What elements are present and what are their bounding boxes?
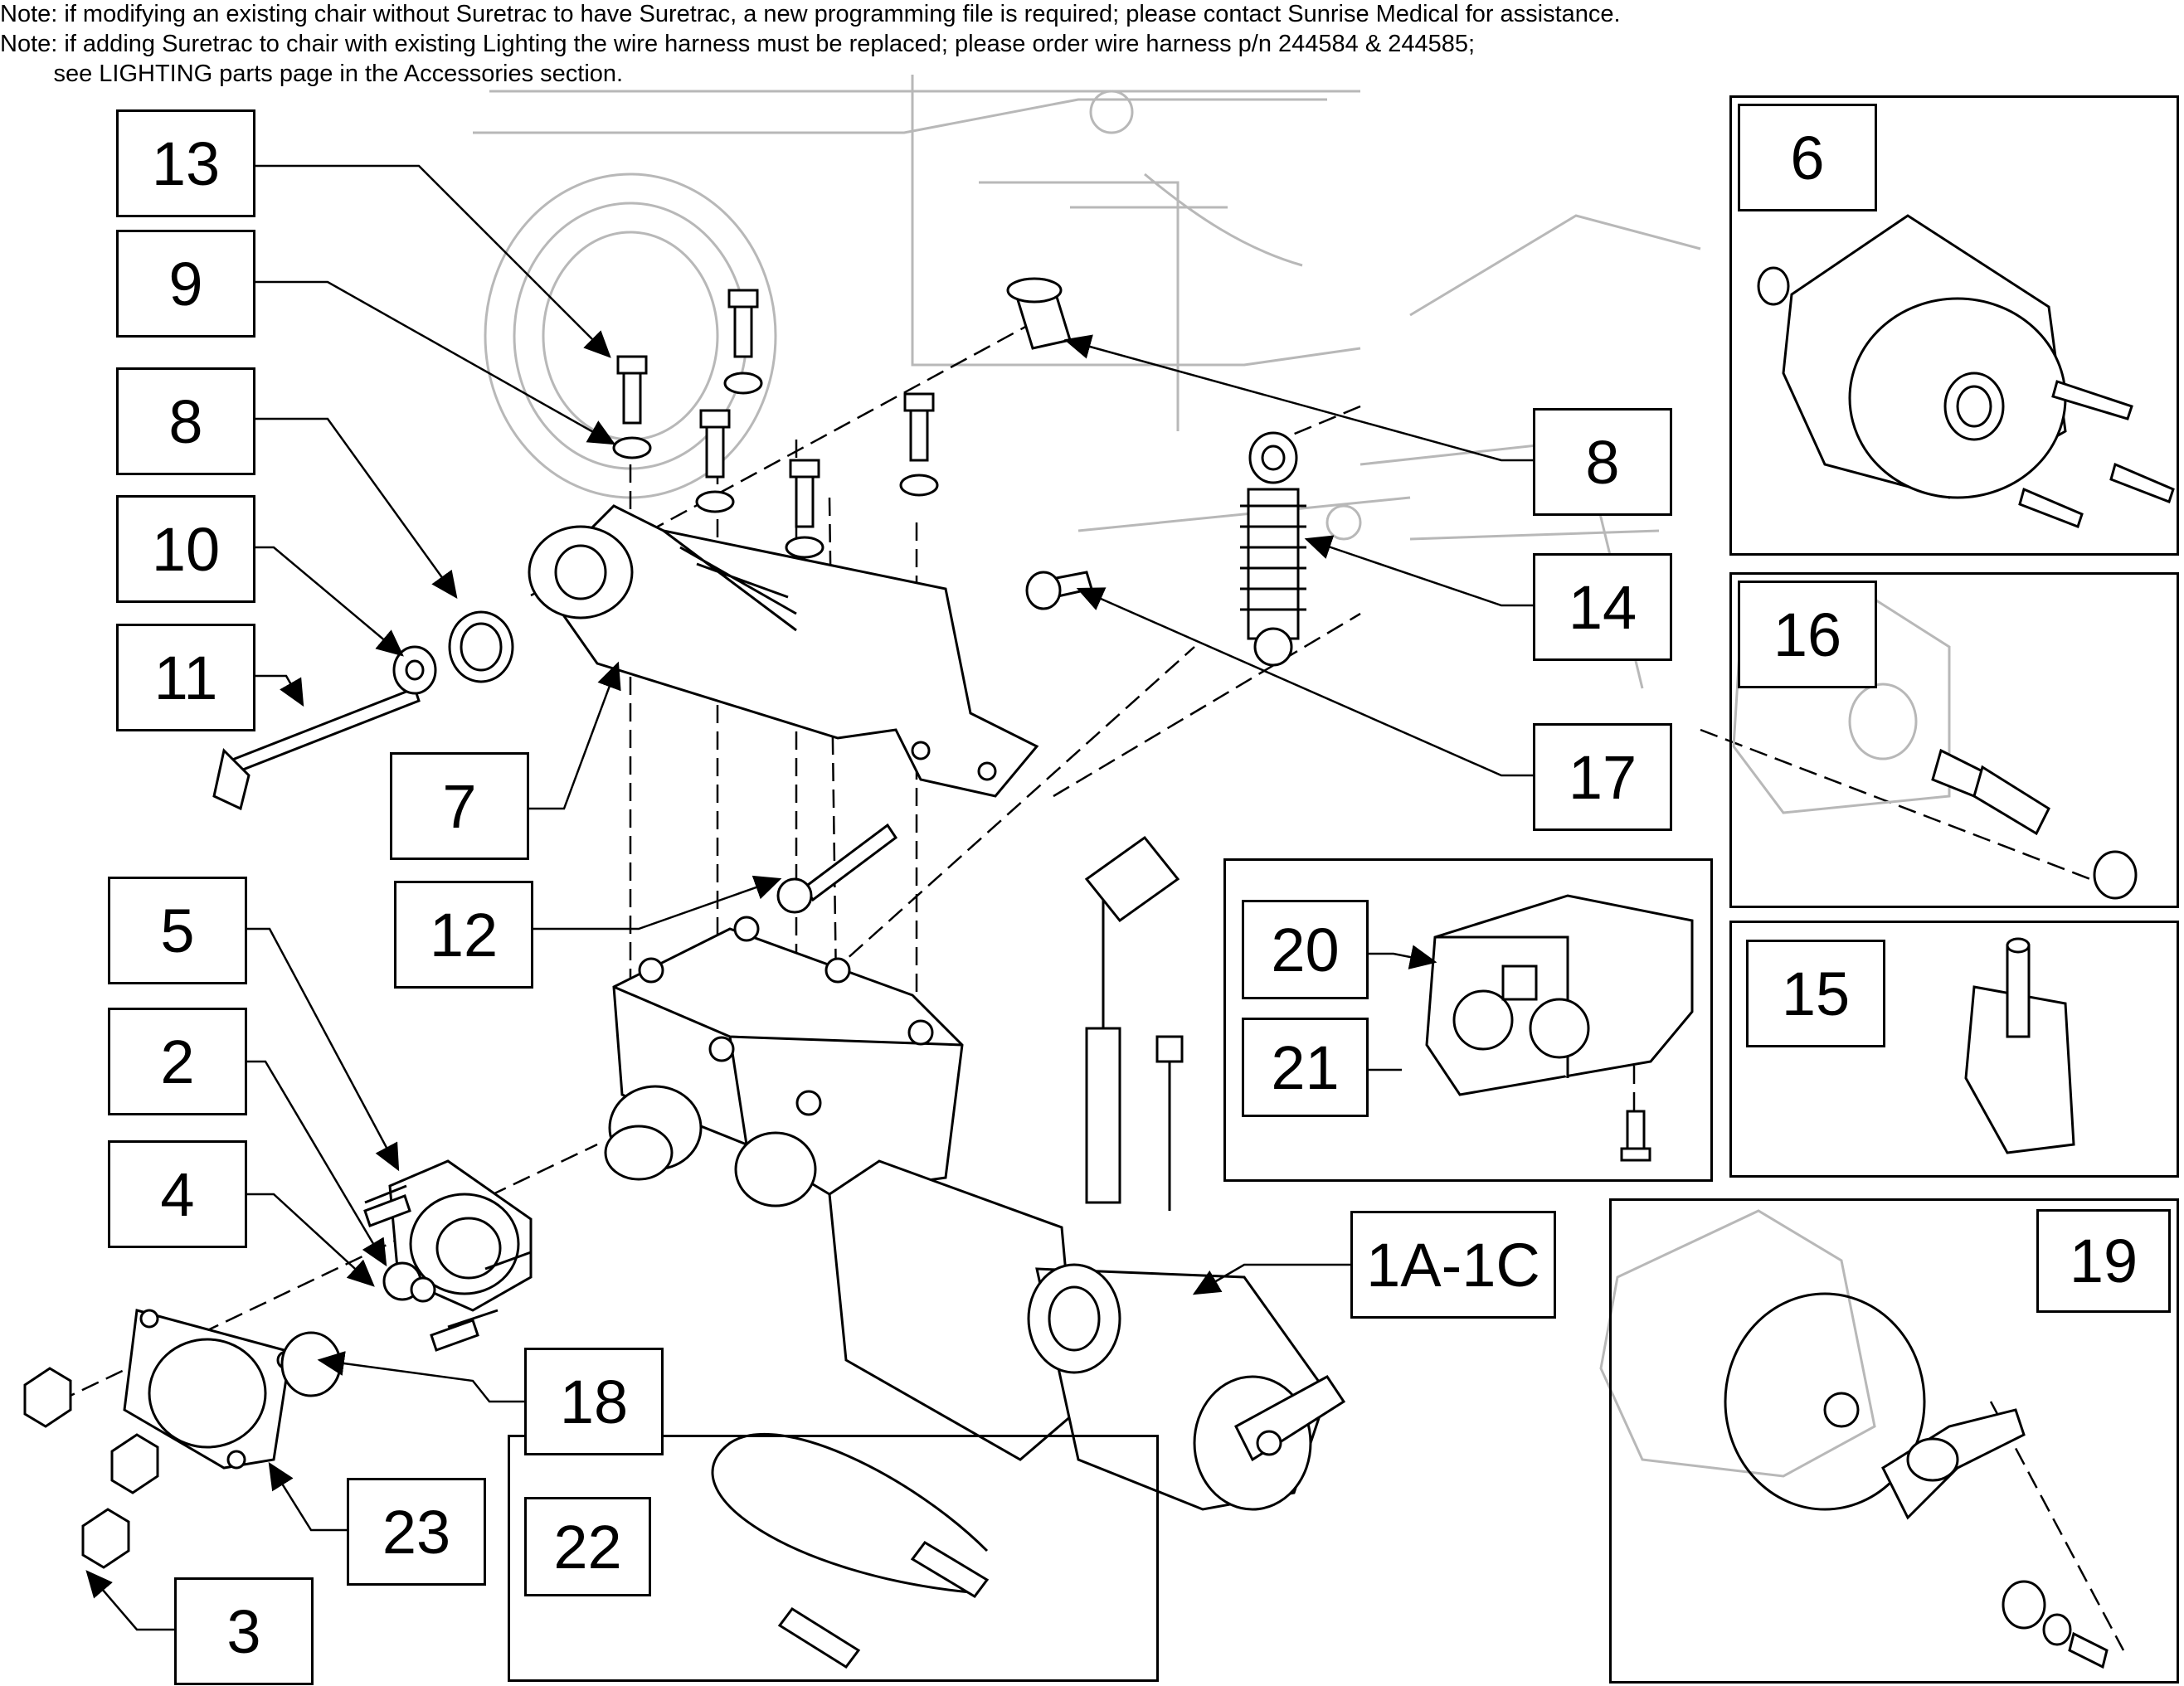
- pivot-bolt-assembly: [212, 610, 514, 811]
- note-wire-harness: Note: if adding Suretrac to chair with e…: [0, 31, 1476, 57]
- gasket-and-nuts: [23, 1309, 342, 1569]
- callout-5: 5: [108, 877, 247, 984]
- callout-18: 18: [524, 1348, 664, 1455]
- release-lever-detail: [1599, 1209, 2109, 1669]
- brake-cover-detail: [1757, 214, 2175, 528]
- callout-8-left: 8: [116, 367, 255, 475]
- hub-assembly: [363, 1159, 533, 1352]
- callout-9: 9: [116, 230, 255, 338]
- shock-absorber: [1025, 431, 1306, 667]
- callout-10: 10: [116, 495, 255, 603]
- swing-arm-bracket: [528, 504, 1039, 798]
- callout-16: 16: [1738, 581, 1877, 688]
- callout-22: 22: [524, 1497, 651, 1596]
- callout-19: 19: [2036, 1209, 2171, 1313]
- mounting-bolts: [612, 289, 939, 559]
- brush-holder-detail: [1964, 937, 2075, 1154]
- callout-4: 4: [108, 1140, 247, 1248]
- callout-23: 23: [347, 1478, 486, 1586]
- panel-19: [1609, 1198, 2179, 1684]
- callout-6: 6: [1738, 104, 1877, 211]
- callout-21: 21: [1242, 1018, 1369, 1117]
- motor: [828, 835, 1346, 1511]
- callout-2: 2: [108, 1008, 247, 1115]
- connector-module: [1330, 894, 1694, 1162]
- note-programming: Note: if modifying an existing chair wit…: [0, 1, 1621, 27]
- gearbox: [604, 916, 964, 1207]
- callout-1a-1c: 1A-1C: [1350, 1211, 1556, 1319]
- callout-7: 7: [390, 752, 529, 860]
- note-lighting-page: see LIGHTING parts page in the Accessori…: [0, 61, 624, 87]
- callout-3: 3: [174, 1577, 314, 1685]
- leader-lines: [85, 164, 1535, 1631]
- bolt-12: [776, 823, 898, 914]
- callout-15: 15: [1746, 940, 1885, 1047]
- cable-22: [711, 1433, 990, 1669]
- callout-8-right: 8: [1533, 408, 1672, 516]
- callout-13: 13: [116, 109, 255, 217]
- callout-17: 17: [1533, 723, 1672, 831]
- bushing-top: [1006, 277, 1072, 350]
- panel-6: [1729, 95, 2179, 556]
- panel-22: [508, 1435, 1159, 1682]
- callout-12: 12: [394, 881, 533, 989]
- callout-20: 20: [1242, 900, 1369, 999]
- panel-16: [1729, 572, 2179, 908]
- callout-14: 14: [1533, 553, 1672, 661]
- callout-11: 11: [116, 624, 255, 731]
- panel-15: [1729, 921, 2179, 1178]
- panel-20-21: [1223, 858, 1713, 1182]
